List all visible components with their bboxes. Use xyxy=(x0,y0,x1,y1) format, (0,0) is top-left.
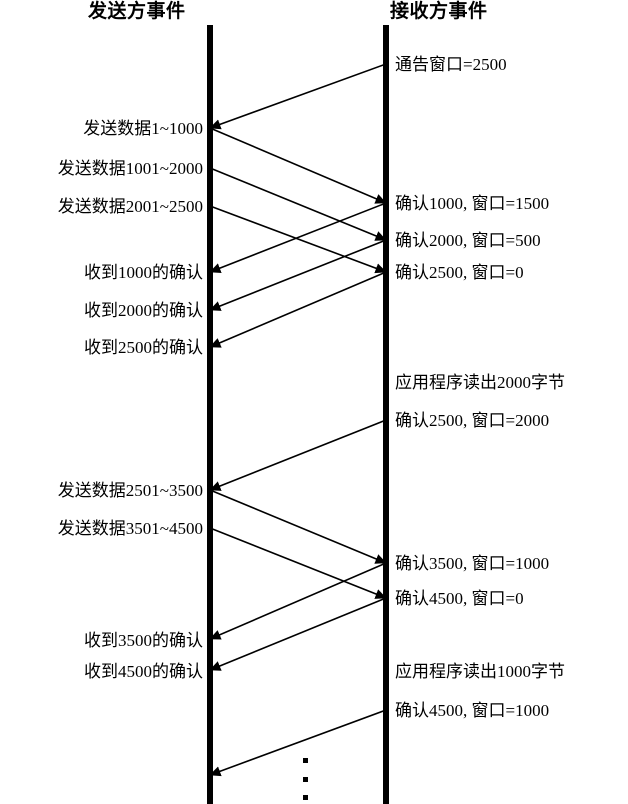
message-arrow-send-data-3501-4500 xyxy=(209,527,387,599)
message-arrow-ack-4500-window-1000 xyxy=(209,709,387,777)
receiver-event-label: 应用程序读出2000字节 xyxy=(395,373,565,392)
receiver-event-label: 确认4500, 窗口=0 xyxy=(395,589,524,608)
sender-timeline-axis xyxy=(207,25,213,804)
message-arrow-send-data-1-1000 xyxy=(209,127,387,204)
message-arrow-ack-2000-window-500 xyxy=(209,239,387,311)
sender-event-label: 收到2500的确认 xyxy=(84,338,203,357)
message-arrow-ack-4500-window-0 xyxy=(209,597,387,671)
message-arrow-ack-1000-window-1500 xyxy=(209,202,387,273)
message-arrow-ack-2500-window-0 xyxy=(209,271,387,348)
ellipsis-dot xyxy=(303,758,308,763)
receiver-event-label: 通告窗口=2500 xyxy=(395,55,507,74)
sender-event-label: 发送数据2001~2500 xyxy=(57,197,203,216)
sender-column-header: 发送方事件 xyxy=(88,1,186,22)
ellipsis-dot xyxy=(303,777,308,782)
receiver-column-header: 接收方事件 xyxy=(390,1,488,22)
sender-event-label: 收到2000的确认 xyxy=(84,301,203,320)
sender-event-label: 发送数据1~1000 xyxy=(83,119,203,138)
receiver-event-label: 确认3500, 窗口=1000 xyxy=(395,554,550,573)
receiver-event-label: 确认1000, 窗口=1500 xyxy=(395,194,550,213)
message-arrow-advertise-window-2500 xyxy=(209,63,387,130)
receiver-event-label: 确认2500, 窗口=0 xyxy=(395,263,524,282)
receiver-timeline-axis xyxy=(383,25,389,804)
sender-event-label: 收到3500的确认 xyxy=(84,631,203,650)
sender-event-label: 收到1000的确认 xyxy=(84,263,203,282)
sender-event-label: 发送数据1001~2000 xyxy=(57,159,203,178)
sender-event-label: 发送数据3501~4500 xyxy=(57,519,203,538)
message-arrow-ack-3500-window-1000 xyxy=(209,562,387,640)
message-arrow-send-data-2501-3500 xyxy=(209,489,387,564)
sender-event-label: 收到4500的确认 xyxy=(84,662,203,681)
receiver-event-label: 确认2500, 窗口=2000 xyxy=(395,411,550,430)
receiver-event-label: 确认2000, 窗口=500 xyxy=(395,231,541,250)
message-arrow-send-data-1001-2000 xyxy=(209,167,387,241)
receiver-event-label: 应用程序读出1000字节 xyxy=(395,662,565,681)
receiver-event-label: 确认4500, 窗口=1000 xyxy=(395,701,550,720)
message-arrow-send-data-2001-2500 xyxy=(209,205,387,274)
sender-event-label: 发送数据2501~3500 xyxy=(57,481,203,500)
message-arrow-ack-2500-window-2000 xyxy=(209,419,387,491)
ellipsis-dot xyxy=(303,795,308,800)
